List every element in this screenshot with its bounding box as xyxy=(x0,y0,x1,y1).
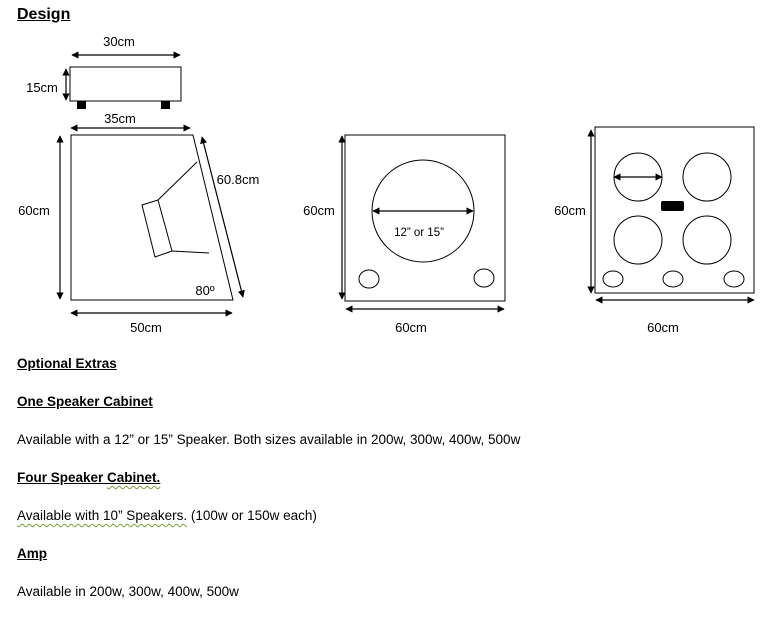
side-top-label: 35cm xyxy=(104,111,136,126)
four-driver-top-right xyxy=(682,152,732,202)
page-title: Design xyxy=(17,6,71,23)
amp-box xyxy=(69,66,182,102)
side-slant-arrow xyxy=(200,136,245,298)
amp-text: Available in 200w, 300w, 400w, 500w xyxy=(17,584,239,599)
side-bottom-label: 50cm xyxy=(130,320,162,335)
four-width-label: 60cm xyxy=(647,320,679,335)
side-slant-label: 60.8cm xyxy=(217,172,260,187)
four-speaker-text: Available with 10” Speakers. (100w or 15… xyxy=(17,508,317,523)
side-driver-cone-bottom xyxy=(171,250,210,254)
amp-foot-right xyxy=(161,101,170,109)
side-driver-cone-top xyxy=(157,161,198,201)
four-speaker-heading-part1: Four Speaker xyxy=(17,470,108,485)
one-port-left xyxy=(358,269,380,289)
four-height-label: 60cm xyxy=(554,203,586,218)
one-driver-label: 12” or 15” xyxy=(394,227,444,239)
four-speaker-heading: Four Speaker Cabinet. xyxy=(17,470,160,485)
amp-height-label: 15cm xyxy=(26,80,58,95)
side-profile-drawing: 35cm 60cm 60.8cm 80º 50cm xyxy=(18,111,259,335)
amp-head-drawing: 30cm 15cm xyxy=(26,34,182,109)
four-speaker-text-part2: (100w or 150w each) xyxy=(187,508,317,523)
four-port-right xyxy=(723,270,745,288)
one-height-label: 60cm xyxy=(303,203,335,218)
four-port-middle xyxy=(662,270,684,288)
side-height-label: 60cm xyxy=(18,203,50,218)
four-driver-bottom-right xyxy=(682,215,732,265)
one-width-label: 60cm xyxy=(395,320,427,335)
optional-extras-heading: Optional Extras xyxy=(17,356,117,371)
one-port-right xyxy=(473,268,495,288)
four-port-left xyxy=(602,270,624,288)
side-angle-label: 80º xyxy=(195,283,214,298)
one-speaker-heading: One Speaker Cabinet xyxy=(17,394,153,409)
amp-heading: Amp xyxy=(17,546,47,561)
one-speaker-text: Available with a 12” or 15” Speaker. Bot… xyxy=(17,432,521,447)
four-speaker-heading-part2: Cabinet. xyxy=(107,470,161,485)
amp-foot-left xyxy=(77,101,86,109)
four-driver-bottom-left xyxy=(613,215,663,265)
amp-width-label: 30cm xyxy=(103,34,135,49)
one-speaker-front-drawing: 60cm 12” or 15” 60cm xyxy=(303,134,506,335)
four-speaker-text-part1: Available with 10” Speakers. xyxy=(17,508,188,523)
four-speaker-front-drawing: 60cm 60cm xyxy=(554,126,755,335)
four-badge xyxy=(661,201,684,211)
